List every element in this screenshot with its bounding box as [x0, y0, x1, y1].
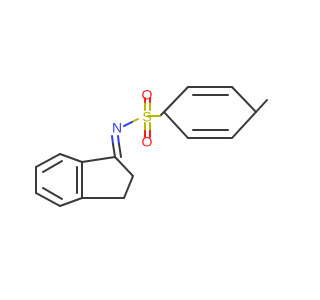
bond: [231, 111, 257, 139]
bond: [42, 160, 63, 173]
sulfur-label: S: [142, 109, 151, 125]
bond: [111, 135, 114, 145]
bond: [163, 111, 189, 139]
bond: [123, 175, 134, 199]
bond: [163, 86, 189, 113]
bond: [123, 121, 133, 127]
bond: [118, 143, 122, 158]
oxygen-bottom-label: O: [142, 134, 153, 150]
chemical-structure: N S O O: [35, 86, 268, 207]
bond: [81, 156, 116, 163]
nitrogen-label: N: [112, 120, 122, 136]
oxygen-top-label: O: [142, 87, 153, 103]
bond: [59, 197, 83, 207]
bond: [112, 143, 116, 158]
indane-fragment: [35, 135, 134, 207]
bond: [42, 187, 63, 200]
bond: [131, 118, 139, 123]
bond: [35, 192, 61, 207]
bond: [114, 156, 134, 177]
bond: [231, 86, 257, 113]
bond: [35, 153, 61, 168]
methyl-bond: [255, 99, 268, 113]
bond: [59, 153, 83, 163]
toluene-ring: [163, 86, 268, 139]
bond: [117, 135, 120, 145]
sulfonyl-group: [123, 97, 165, 138]
